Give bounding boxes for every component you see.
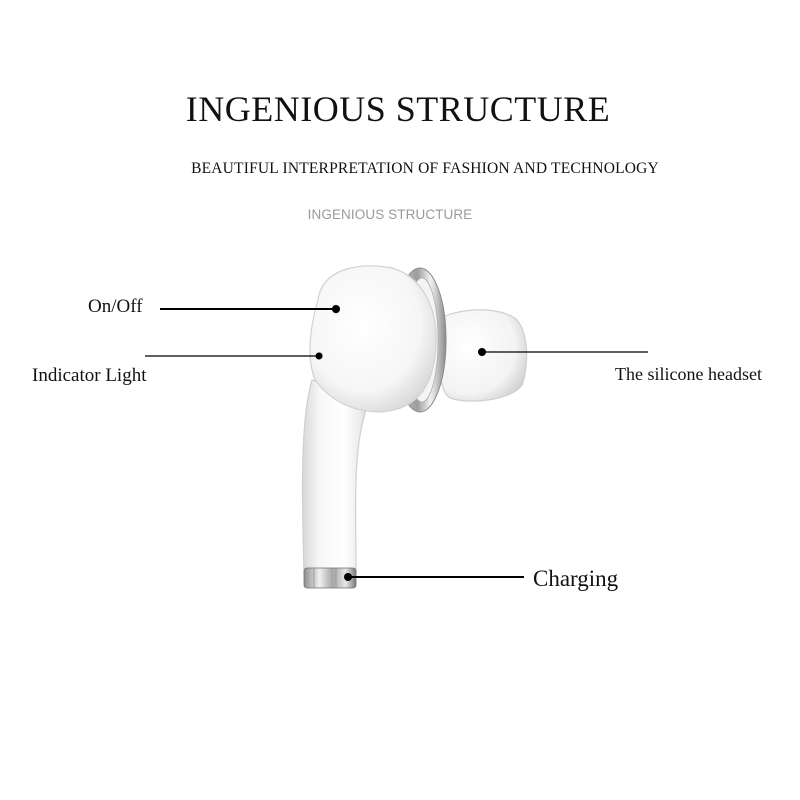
- silicone-headset-label: The silicone headset: [615, 364, 762, 384]
- earbud-head: [309, 265, 437, 413]
- on-off-label: On/Off: [88, 296, 143, 317]
- charging-label: Charging: [533, 566, 619, 591]
- callout-lines: [145, 305, 648, 581]
- indicator-dot: [315, 352, 323, 360]
- indicator-light-label: Indicator Light: [32, 365, 147, 386]
- page-subtitle: BEAUTIFUL INTERPRETATION OF FASHION AND …: [191, 160, 659, 177]
- on-off-dot: [332, 305, 340, 313]
- watermark-text: INGENIOUS STRUCTURE: [307, 207, 473, 222]
- silicone-dot: [478, 348, 486, 356]
- charging-port: [303, 567, 357, 589]
- page-title: INGENIOUS STRUCTURE: [185, 89, 611, 129]
- charging-dot: [344, 573, 352, 581]
